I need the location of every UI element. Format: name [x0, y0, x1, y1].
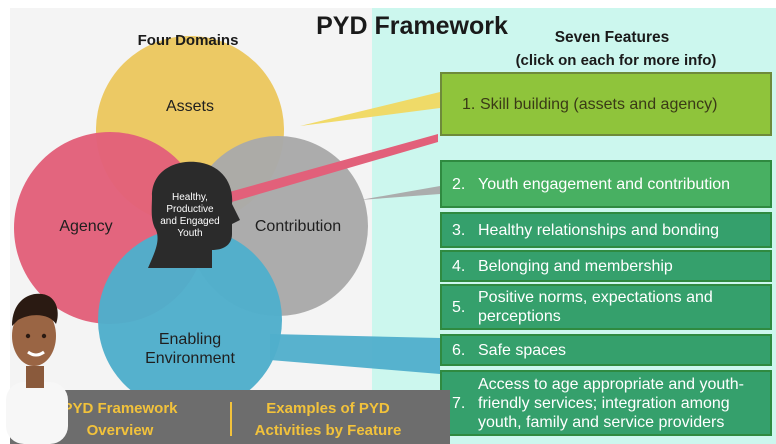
- examples-link-line2: Activities by Feature: [254, 422, 402, 439]
- seven-features-heading: Seven Features: [554, 29, 670, 46]
- enabling-label-line1: Enabling: [158, 331, 222, 348]
- feature-5-positive-norms[interactable]: 5. Positive norms, expectations and perc…: [440, 284, 772, 330]
- nav-divider: [230, 402, 232, 436]
- feature-4-text: Belonging and membership: [478, 257, 673, 275]
- character-eye-right: [41, 333, 47, 339]
- feature-7-access-services[interactable]: 7. Access to age appropriate and youth-f…: [440, 370, 772, 436]
- center-label-line3: and Engaged: [160, 216, 220, 227]
- enabling-environment-label: Enabling Environment: [130, 330, 250, 368]
- enabling-connector-beam: [270, 334, 440, 374]
- feature-2-number: 2.: [452, 175, 466, 193]
- feature-4-number: 4.: [452, 257, 466, 275]
- feature-6-safe-spaces[interactable]: 6. Safe spaces: [440, 334, 772, 366]
- feature-2-text: Youth engagement and contribution: [478, 175, 731, 193]
- character-shirt: [6, 382, 68, 444]
- feature-2-youth-engagement[interactable]: 2. Youth engagement and contribution: [440, 160, 772, 208]
- overview-link-line1: PYD Framework: [62, 400, 178, 417]
- assets-label: Assets: [165, 98, 214, 115]
- contribution-label: Contribution: [254, 218, 342, 235]
- center-label-line2: Productive: [166, 204, 214, 215]
- click-hint: (click on each for more info): [515, 52, 717, 69]
- feature-7-number: 7.: [452, 394, 466, 412]
- center-label-line1: Healthy,: [172, 192, 208, 203]
- top-strip: [0, 0, 776, 8]
- assets-connector-beam: [300, 92, 440, 126]
- character-hair: [12, 293, 58, 326]
- examples-by-feature-link[interactable]: Examples of PYD Activities by Feature: [236, 398, 420, 442]
- agency-label: Agency: [59, 218, 113, 235]
- contribution-connector-beam: [360, 186, 440, 200]
- character-face: [12, 306, 56, 366]
- overview-link-line2: Overview: [86, 422, 154, 439]
- feature-5-text: Positive norms, expectations and percept…: [478, 289, 713, 325]
- character-neck: [26, 366, 44, 388]
- feature-3-number: 3.: [452, 221, 466, 239]
- feature-1-skill-building[interactable]: 1. Skill building (assets and agency): [440, 72, 772, 136]
- four-domains-heading: Four Domains: [137, 32, 239, 49]
- feature-3-text: Healthy relationships and bonding: [478, 221, 720, 239]
- examples-link-line1: Examples of PYD: [266, 400, 390, 417]
- feature-6-number: 6.: [452, 341, 466, 359]
- page-title: PYD Framework: [316, 12, 508, 40]
- presenter-character-illustration: [6, 293, 68, 444]
- feature-1-number: 1.: [462, 95, 476, 113]
- feature-4-belonging[interactable]: 4. Belonging and membership: [440, 250, 772, 282]
- center-label-line4: Youth: [177, 228, 203, 239]
- character-eye-left: [25, 333, 31, 339]
- enabling-environment-circle: [98, 228, 282, 412]
- center-youth-label: Healthy, Productive and Engaged Youth: [150, 192, 230, 240]
- pyd-framework-overview-link[interactable]: PYD Framework Overview: [40, 398, 200, 442]
- feature-7-text: Access to age appropriate and youth-frie…: [478, 375, 744, 431]
- feature-6-text: Safe spaces: [478, 341, 567, 359]
- enabling-label-line2: Environment: [145, 350, 235, 367]
- youth-head-silhouette: [148, 161, 240, 268]
- character-smile: [27, 350, 45, 357]
- feature-5-number: 5.: [452, 298, 466, 316]
- feature-3-healthy-relationships[interactable]: 3. Healthy relationships and bonding: [440, 212, 772, 248]
- feature-1-text: Skill building (assets and agency): [480, 95, 718, 113]
